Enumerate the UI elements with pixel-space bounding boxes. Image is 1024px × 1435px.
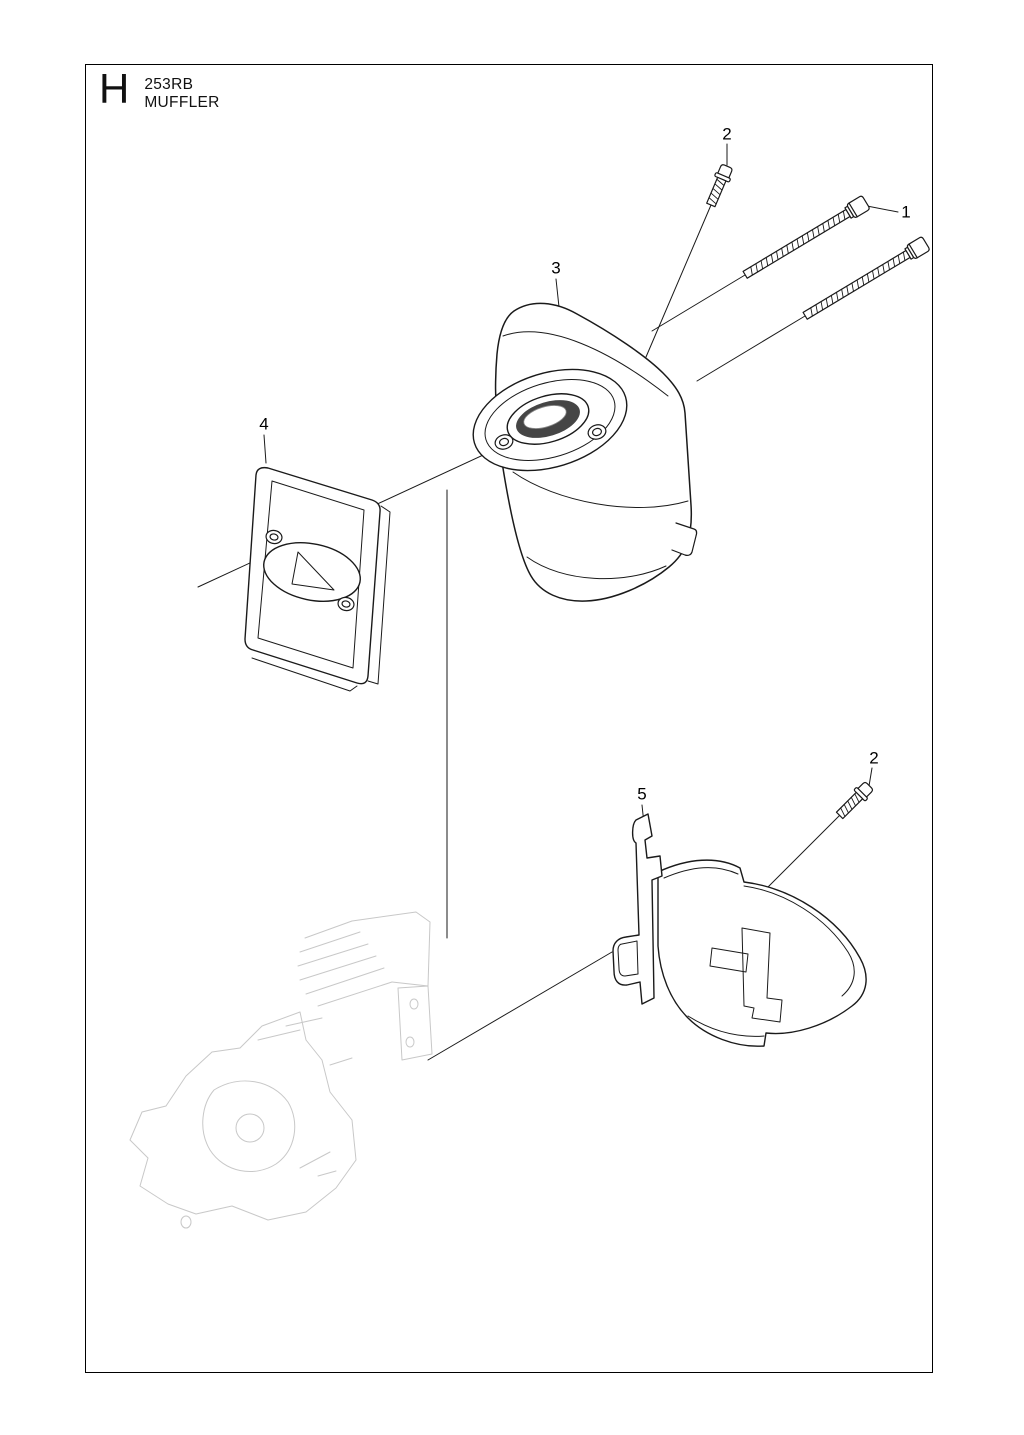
callout-screw-long: 1 [901,202,911,222]
leader-lines [197,143,899,1061]
muffler-drawing [472,302,698,602]
callout-screw-short-top: 2 [722,124,732,144]
callout-screw-short-bottom: 2 [869,748,879,768]
callout-muffler: 3 [551,258,561,278]
short-screw-bottom [833,779,876,822]
title-block: 253RB MUFFLER [144,69,219,112]
long-screw-2 [800,235,931,324]
section-letter: H [99,65,130,112]
page-border [85,64,933,1373]
long-screw-1 [740,194,871,283]
diagram-header: H 253RB MUFFLER [99,65,220,112]
heat-shield-drawing [244,466,391,692]
short-screw-top [702,162,736,209]
engine-outline-drawing [129,911,433,1229]
callout-heat-shield: 4 [259,414,269,434]
section-title: MUFFLER [144,94,220,111]
muffler-guard-drawing [612,813,867,1047]
callout-guard: 5 [637,784,647,804]
model-number: 253RB [144,76,194,93]
